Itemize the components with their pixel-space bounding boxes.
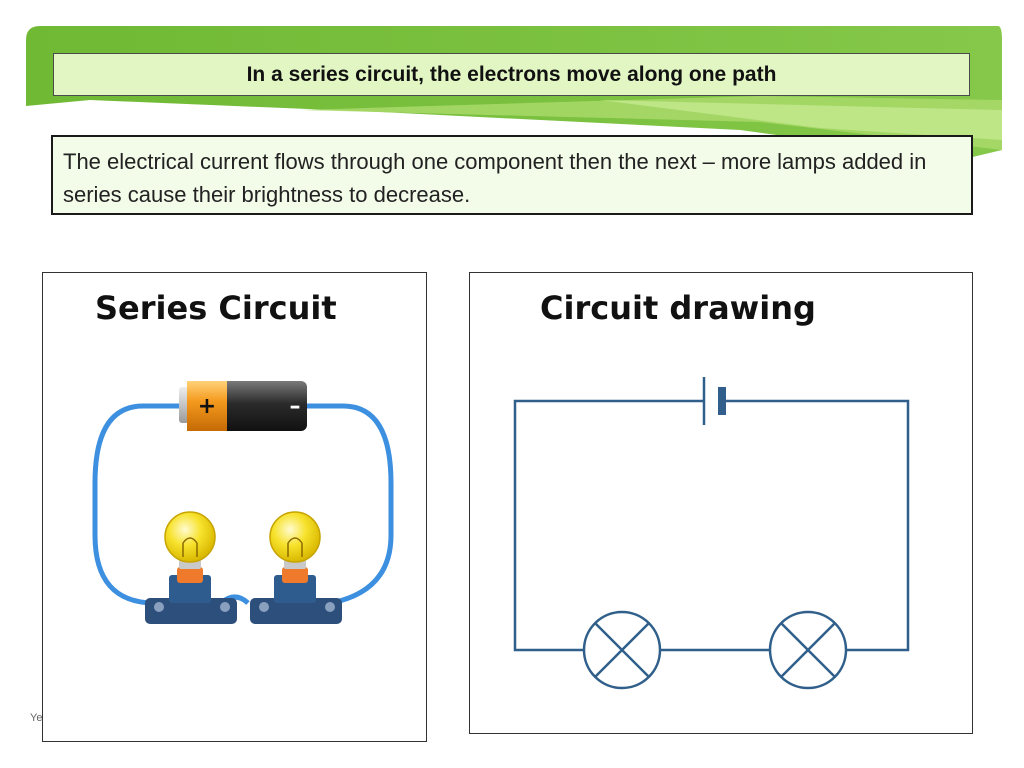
footer-text: Ye xyxy=(30,712,43,724)
circuit-schematic xyxy=(513,377,910,690)
slide-body-text: The electrical current flows through one… xyxy=(51,135,973,215)
battery-icon: + – xyxy=(179,381,307,431)
series-circuit-heading: Series Circuit xyxy=(95,289,337,327)
cell-symbol-icon xyxy=(702,377,726,425)
series-circuit-panel: Series Circuit xyxy=(42,272,427,742)
battery-negative-label: – xyxy=(290,394,301,419)
circuit-wire xyxy=(305,403,394,606)
slide-title: In a series circuit, the electrons move … xyxy=(53,53,970,96)
schematic-wire xyxy=(513,399,704,652)
battery-positive-label: + xyxy=(198,394,216,419)
bulb-icon xyxy=(145,511,237,624)
lamp-symbol-icon xyxy=(768,610,848,690)
circuit-drawing-heading: Circuit drawing xyxy=(540,289,816,327)
lamp-symbol-icon xyxy=(582,610,662,690)
series-circuit-illustration: + – xyxy=(92,381,394,624)
schematic-wire xyxy=(724,399,910,652)
circuit-wire xyxy=(92,403,185,606)
bulb-icon xyxy=(250,511,342,624)
circuit-drawing-panel: Circuit drawing xyxy=(469,272,973,734)
